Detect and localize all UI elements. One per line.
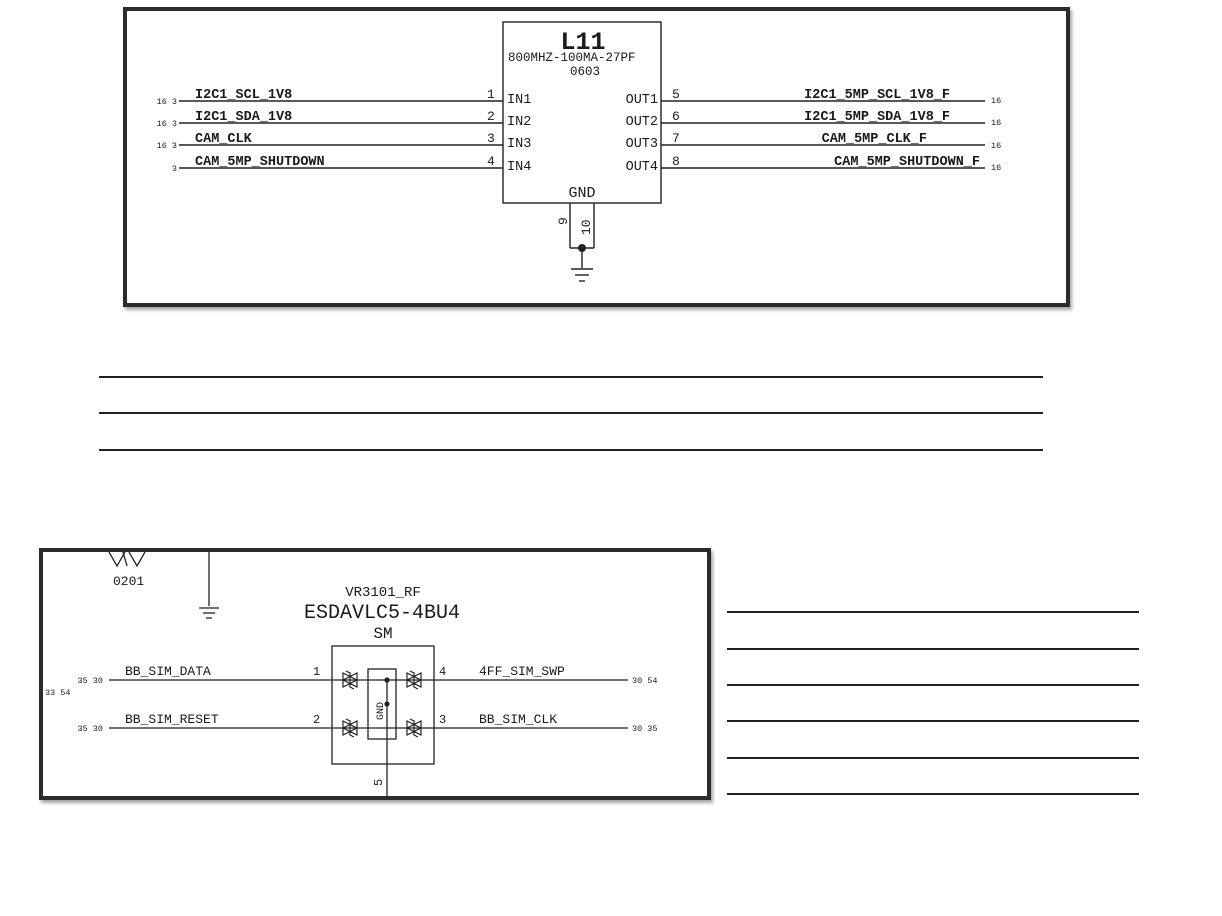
net-label: I2C1_SCL_1V8 xyxy=(195,88,292,103)
l11-output-pin-5: OUT1 5 I2C1_5MP_SCL_1V8_F 16 xyxy=(626,87,1002,108)
port-label: IN3 xyxy=(507,137,531,152)
vr3101-net-pin-3: 3 BB_SIM_CLK 30 35 xyxy=(439,712,658,734)
schematic-panel-l11: L11 800MHZ-100MA-27PF 0603 GND I2C1_SCL_… xyxy=(123,7,1070,307)
net-label: CAM_CLK xyxy=(195,132,253,147)
net-label: BB_SIM_RESET xyxy=(125,712,219,727)
l11-ref: L11 xyxy=(560,28,605,57)
tvs-diode-icon xyxy=(341,718,359,738)
net-label: CAM_5MP_CLK_F xyxy=(822,132,927,147)
l11-schematic: L11 800MHZ-100MA-27PF 0603 GND I2C1_SCL_… xyxy=(157,21,1002,282)
sheet-ref: 16 xyxy=(991,163,1001,173)
sheet-ref: 16 3 xyxy=(157,141,177,151)
gnd-pin-5: 5 xyxy=(372,779,386,786)
divider-line xyxy=(99,376,1043,378)
fragment-label: 0201 xyxy=(113,574,144,589)
ground-symbol-icon xyxy=(571,268,593,282)
vr3101-part: ESDAVLC5-4BU4 xyxy=(304,602,460,625)
divider-line xyxy=(727,757,1139,759)
vr3101-ref: VR3101_RF xyxy=(345,585,421,601)
ground-symbol-icon xyxy=(199,607,219,619)
sheet-ref: 3 xyxy=(172,164,177,174)
net-label: BB_SIM_CLK xyxy=(479,712,557,727)
sheet-ref-extra: 33 54 xyxy=(45,688,71,698)
vr3101-net-pin-1: BB_SIM_DATA 35 30 33 54 1 xyxy=(45,664,320,698)
l11-gnd-pins: 9 10 xyxy=(556,203,595,282)
pin-number: 3 xyxy=(487,131,495,146)
sheet-ref: 30 54 xyxy=(632,676,658,686)
sheet-ref: 16 3 xyxy=(157,119,177,129)
port-label: OUT3 xyxy=(626,137,658,152)
tvs-diode-icon xyxy=(405,670,423,690)
net-label: I2C1_SDA_1V8 xyxy=(195,110,292,125)
port-label: OUT4 xyxy=(626,160,658,175)
port-label: IN1 xyxy=(507,93,531,108)
pin-number: 6 xyxy=(672,109,680,124)
sheet-ref: 16 xyxy=(991,141,1001,151)
partial-diode-icon xyxy=(108,552,146,568)
vr3101-package: SM xyxy=(373,625,392,643)
vr3101-body xyxy=(331,645,435,765)
pin-number: 1 xyxy=(313,665,320,679)
pin-number: 2 xyxy=(487,109,495,124)
vr3101-schematic: 0201 VR3101_RF ESDAVLC5-4BU4 SM GND xyxy=(45,552,658,796)
schematic-panel-vr3101: 0201 VR3101_RF ESDAVLC5-4BU4 SM GND xyxy=(39,548,711,800)
sheet-ref: 16 3 xyxy=(157,97,177,107)
sheet-ref: 35 30 xyxy=(77,724,103,734)
l11-input-pin-1: I2C1_SCL_1V8 16 3 1 IN1 xyxy=(157,87,532,108)
divider-line xyxy=(727,611,1139,613)
tvs-diode-icon xyxy=(341,670,359,690)
pin-number: 4 xyxy=(487,154,495,169)
port-label: IN2 xyxy=(507,115,531,130)
net-label: 4FF_SIM_SWP xyxy=(479,664,565,679)
divider-line xyxy=(727,684,1139,686)
pin-number: 2 xyxy=(313,713,320,727)
pin-number: 7 xyxy=(672,131,680,146)
l11-package: 0603 xyxy=(570,65,600,79)
gnd-pin-9: 9 xyxy=(556,217,571,225)
port-label: OUT1 xyxy=(626,93,658,108)
pin-number: 3 xyxy=(439,713,446,727)
l11-input-pin-3: CAM_CLK 16 3 3 IN3 xyxy=(157,131,532,152)
l11-output-pin-8: OUT4 8 CAM_5MP_SHUTDOWN_F 16 xyxy=(626,154,1002,175)
divider-line xyxy=(727,793,1139,795)
pin-number: 8 xyxy=(672,154,680,169)
l11-component-body xyxy=(502,21,662,204)
vr3101-net-pin-4: 4 4FF_SIM_SWP 30 54 xyxy=(439,664,658,686)
vr3101-gnd-label: GND xyxy=(376,702,387,720)
l11-input-pin-4: CAM_5MP_SHUTDOWN 3 4 IN4 xyxy=(172,154,531,175)
pin-number: 5 xyxy=(672,87,680,102)
net-label: BB_SIM_DATA xyxy=(125,664,211,679)
gnd-pin-10: 10 xyxy=(579,219,594,235)
divider-line xyxy=(727,720,1139,722)
pin-number: 4 xyxy=(439,665,446,679)
sheet-ref: 35 30 xyxy=(77,676,103,686)
sheet-ref: 16 xyxy=(991,96,1001,106)
pin-number: 1 xyxy=(487,87,495,102)
sheet-ref: 16 xyxy=(991,118,1001,128)
net-label: I2C1_5MP_SDA_1V8_F xyxy=(804,110,950,125)
divider-line xyxy=(99,449,1043,451)
vr3101-gnd-box xyxy=(367,668,397,740)
divider-line xyxy=(99,412,1043,414)
net-label: I2C1_5MP_SCL_1V8_F xyxy=(804,88,950,103)
tvs-diode-icon xyxy=(405,718,423,738)
l11-gnd-label: GND xyxy=(568,185,595,202)
l11-input-pin-2: I2C1_SDA_1V8 16 3 2 IN2 xyxy=(157,109,532,130)
divider-line xyxy=(727,648,1139,650)
vr3101-net-pin-2: BB_SIM_RESET 35 30 2 xyxy=(77,712,320,734)
l11-output-pin-6: OUT2 6 I2C1_5MP_SDA_1V8_F 16 xyxy=(626,109,1002,130)
port-label: IN4 xyxy=(507,160,531,175)
l11-value: 800MHZ-100MA-27PF xyxy=(508,51,636,65)
sheet-ref: 30 35 xyxy=(632,724,658,734)
net-label: CAM_5MP_SHUTDOWN_F xyxy=(834,155,980,170)
net-label: CAM_5MP_SHUTDOWN xyxy=(195,155,325,170)
l11-output-pin-7: OUT3 7 CAM_5MP_CLK_F 16 xyxy=(626,131,1002,152)
port-label: OUT2 xyxy=(626,115,658,130)
